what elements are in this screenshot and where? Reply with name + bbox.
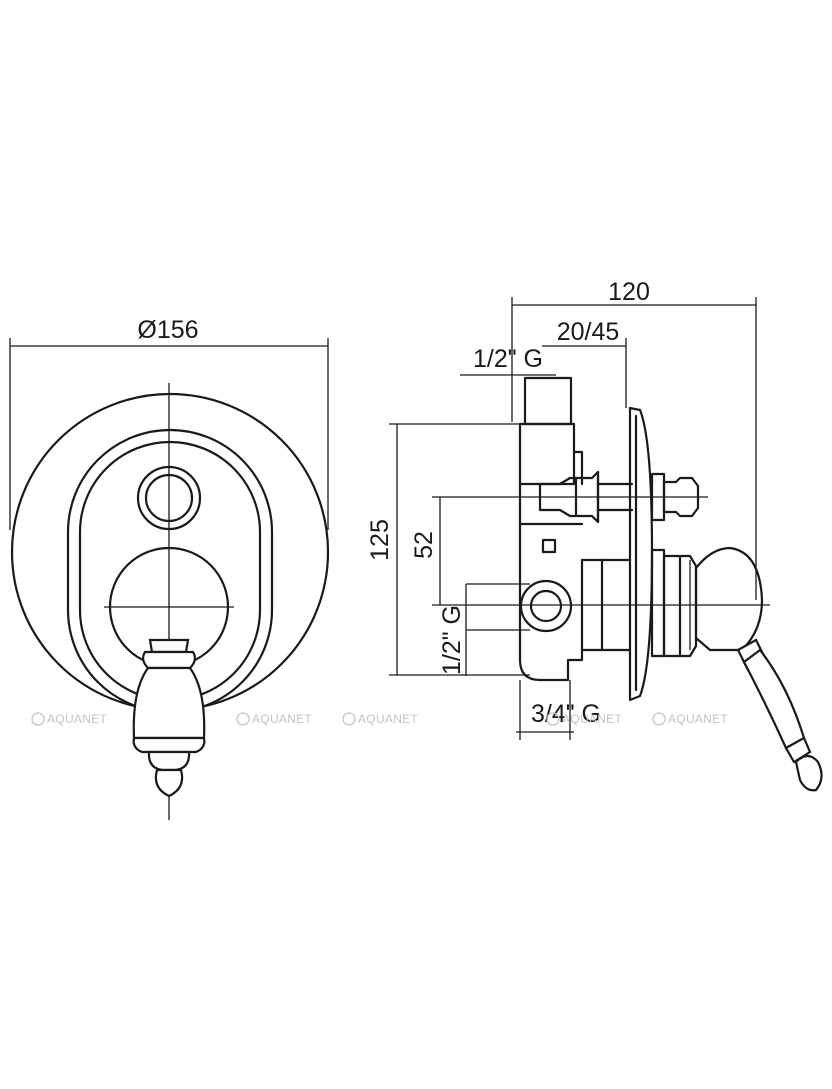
cover-plate-profile (628, 406, 654, 702)
watermark-4: AQUANET (546, 712, 622, 726)
watermark-5: AQUANET (652, 712, 728, 726)
diameter-label: Ø156 (137, 316, 198, 344)
watermark-1: AQUANET (31, 712, 107, 726)
overall-depth-label: 120 (608, 278, 650, 306)
watermark-text: AQUANET (562, 712, 622, 726)
watermark-logo-icon (342, 712, 356, 726)
height-dimension: 125 (366, 423, 530, 676)
watermark-text: AQUANET (668, 712, 728, 726)
watermark-3: AQUANET (342, 712, 418, 726)
front-view: Ø156 (9, 316, 330, 820)
watermark-logo-icon (546, 712, 560, 726)
watermark-logo-icon (31, 712, 45, 726)
watermark-text: AQUANET (252, 712, 312, 726)
front-lever-handle (132, 638, 206, 798)
top-outlet-label: 1/2" G (473, 345, 543, 373)
side-inlet-inner (529, 589, 563, 623)
watermark-logo-icon (236, 712, 250, 726)
height-label: 125 (366, 519, 394, 561)
side-inlet-dimension: 1/2" G (438, 583, 530, 676)
top-outlet-dimension: 1/2" G (460, 345, 556, 376)
watermark-logo-icon (652, 712, 666, 726)
overall-depth-dimension: 120 (511, 278, 757, 600)
side-lever (650, 546, 823, 792)
side-inlet-label: 1/2" G (438, 605, 466, 675)
offset-label: 52 (410, 531, 438, 559)
body-depth-label: 20/45 (557, 318, 620, 346)
bottom-inlet-dimension: 3/4" G (516, 680, 601, 740)
side-view: 120 20/45 1/2" G 125 52 (366, 278, 823, 792)
valve-body (518, 482, 632, 682)
diameter-dimension: Ø156 (9, 316, 329, 530)
watermark-text: AQUANET (47, 712, 107, 726)
body-depth-dimension: 20/45 (542, 318, 627, 408)
side-inlet-outer (519, 579, 573, 633)
bottom-inlet-label: 3/4" G (531, 700, 601, 728)
top-outlet-pipe (518, 376, 584, 486)
watermark-row: AQUANET AQUANET AQUANET AQUANET AQUANET (31, 712, 728, 726)
watermark-text: AQUANET (358, 712, 418, 726)
watermark-2: AQUANET (236, 712, 312, 726)
